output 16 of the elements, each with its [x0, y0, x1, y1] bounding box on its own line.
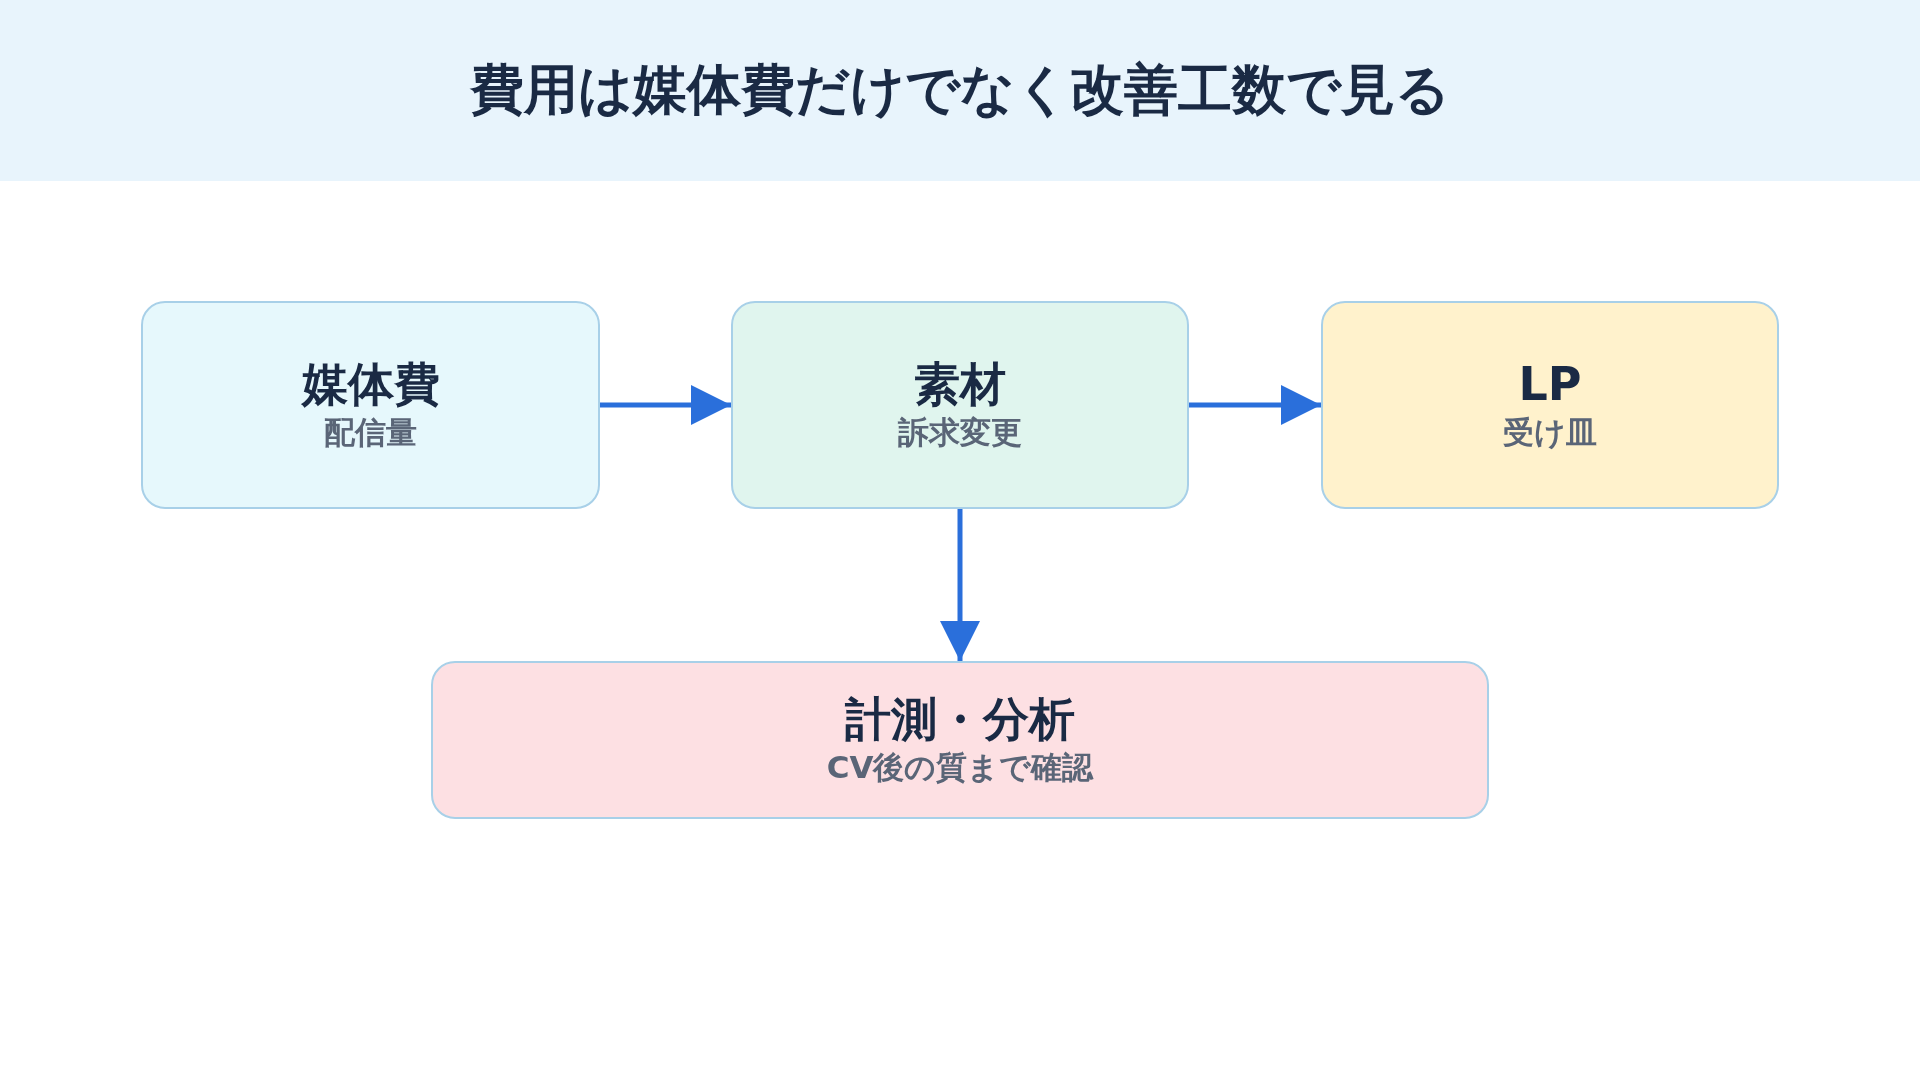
box-subtext: CV後の質まで確認: [826, 748, 1094, 788]
box-heading: 媒体費: [301, 357, 440, 413]
process-box: [1321, 301, 1779, 509]
process-box: [141, 301, 600, 509]
box-heading: 素材: [914, 357, 1006, 413]
box-subtext: 配信量: [324, 413, 417, 453]
arrow: [1189, 385, 1321, 425]
arrow: [600, 385, 731, 425]
box-subtext: 訴求変更: [898, 413, 1022, 453]
title: 費用は媒体費だけでなく改善工数で見る: [470, 57, 1450, 123]
arrow: [940, 509, 980, 661]
box-subtext: 受け皿: [1503, 413, 1597, 453]
process-box: [431, 661, 1489, 819]
box-heading: 計測・分析: [845, 692, 1075, 748]
process-box: [731, 301, 1189, 509]
box-heading: LP: [1518, 357, 1582, 413]
